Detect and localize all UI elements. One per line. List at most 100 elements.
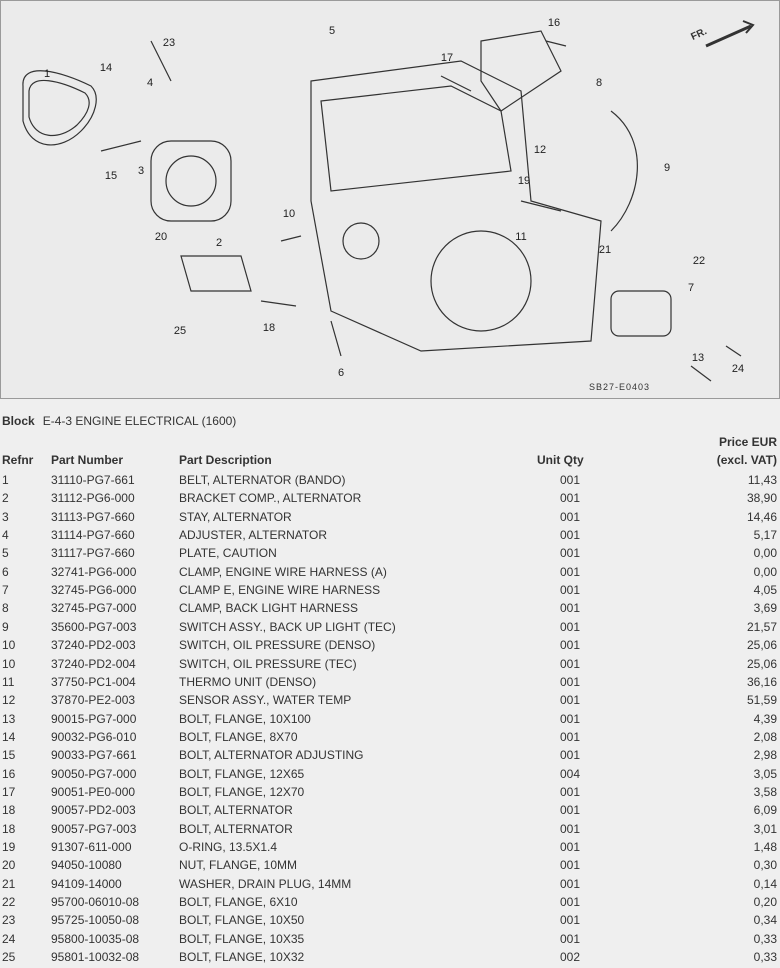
callout[interactable]: 24 — [731, 363, 745, 375]
callout[interactable]: 23 — [162, 37, 176, 49]
callout[interactable]: 8 — [595, 77, 603, 89]
callout[interactable]: 20 — [154, 231, 168, 243]
cell-qty: 001 — [559, 564, 580, 579]
col-price-line2: (excl. VAT) — [716, 453, 777, 467]
callout[interactable]: 22 — [692, 255, 706, 267]
col-refnr: Refnr — [2, 453, 34, 467]
cell-qty: 001 — [559, 840, 580, 854]
cell-part-number: 90057-PD2-003 — [51, 803, 136, 818]
cell-qty: 001 — [559, 729, 580, 744]
starter-drawing — [610, 290, 672, 337]
cell-refnr: 11 — [2, 674, 15, 689]
callout[interactable]: 16 — [547, 17, 561, 29]
callout[interactable]: 15 — [104, 170, 118, 182]
cell-description: BOLT, FLANGE, 6X10 — [179, 895, 298, 910]
cell-description: BOLT, ALTERNATOR ADJUSTING — [179, 748, 364, 763]
cell-qty: 001 — [559, 473, 580, 487]
callout[interactable]: 25 — [173, 325, 187, 337]
callout[interactable]: 13 — [691, 352, 705, 364]
cell-part-number: 37240-PD2-003 — [51, 638, 136, 653]
cell-price: 3,58 — [753, 784, 777, 799]
cell-qty: 001 — [559, 876, 580, 891]
cell-price: 0,33 — [753, 950, 777, 965]
cell-refnr: 24 — [2, 931, 16, 946]
cell-qty: 001 — [559, 858, 580, 873]
cell-refnr: 7 — [2, 583, 9, 598]
cell-part-number: 90050-PG7-000 — [51, 766, 137, 781]
cell-qty: 001 — [559, 821, 580, 836]
callout[interactable]: 18 — [262, 322, 276, 334]
fr-arrow-icon — [705, 24, 752, 48]
callout[interactable]: 6 — [337, 367, 345, 379]
cell-description: THERMO UNIT (DENSO) — [179, 674, 317, 689]
cell-part-number: 95700-06010-08 — [51, 895, 140, 910]
callout[interactable]: 21 — [598, 244, 612, 256]
callout[interactable]: 11 — [515, 231, 527, 243]
callout[interactable]: 4 — [146, 77, 154, 89]
cell-description: PLATE, CAUTION — [179, 546, 277, 561]
cell-part-number: 32745-PG6-000 — [51, 583, 137, 598]
engine-block-drawing — [310, 60, 602, 352]
callout[interactable]: 14 — [99, 62, 113, 74]
callout[interactable]: 10 — [282, 208, 296, 220]
cell-part-number: 90015-PG7-000 — [51, 711, 137, 726]
cell-part-number: 32745-PG7-000 — [51, 601, 137, 616]
timing-cover-drawing — [480, 30, 562, 112]
cell-refnr: 23 — [2, 913, 16, 928]
cell-description: WASHER, DRAIN PLUG, 14MM — [179, 876, 352, 891]
cell-part-number: 95725-10050-08 — [51, 913, 140, 928]
cell-price: 36,16 — [746, 674, 777, 689]
block-name: E-4-3 ENGINE ELECTRICAL (1600) — [42, 414, 237, 428]
cell-refnr: 18 — [2, 803, 16, 818]
callout[interactable]: 12 — [533, 144, 547, 156]
cell-part-number: 90051-PE0-000 — [51, 784, 136, 799]
callout[interactable]: 3 — [137, 165, 145, 177]
callout[interactable]: 1 — [43, 68, 51, 80]
cell-price: 0,34 — [753, 913, 777, 928]
callout[interactable]: 2 — [215, 237, 223, 249]
callout[interactable]: 19 — [517, 175, 531, 187]
cell-refnr: 15 — [2, 748, 16, 763]
cell-refnr: 6 — [2, 564, 9, 579]
diagram-code: SB27-E0403 — [589, 382, 651, 392]
cell-part-number: 90032-PG6-010 — [51, 729, 137, 744]
callout[interactable]: 17 — [440, 52, 454, 64]
cell-qty: 001 — [559, 546, 580, 561]
cell-qty: 001 — [559, 601, 580, 616]
callout[interactable]: 7 — [687, 282, 695, 294]
callout[interactable]: 9 — [663, 162, 671, 174]
cell-refnr: 19 — [2, 840, 16, 854]
cell-refnr: 1 — [2, 473, 9, 487]
cell-price: 25,06 — [746, 656, 777, 671]
callout[interactable]: 5 — [328, 25, 336, 37]
cell-refnr: 12 — [2, 693, 16, 708]
cell-description: BOLT, FLANGE, 10X50 — [179, 913, 305, 928]
